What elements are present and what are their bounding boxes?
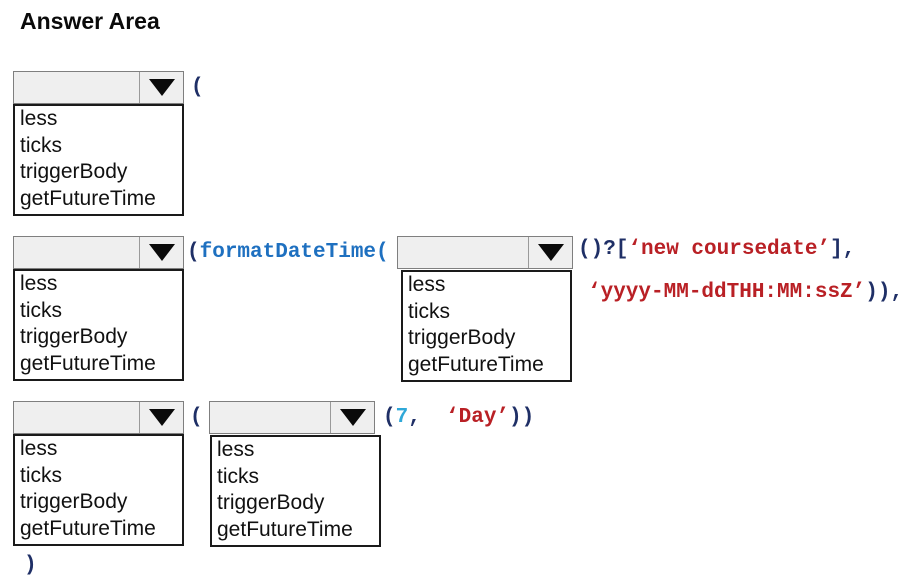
list-item[interactable]: ticks [20,298,62,322]
list-item[interactable]: triggerBody [20,160,128,183]
expr1-function-dropdown[interactable] [13,71,184,104]
list-item[interactable]: getFutureTime [20,516,156,540]
list-item[interactable]: triggerBody [408,326,516,349]
expr1-code-fragment: ( [191,71,204,104]
list-item[interactable]: getFutureTime [20,351,156,375]
expr2-code-line1: ()?[‘new coursedate’], [578,237,855,263]
list-item[interactable]: less [20,437,58,460]
open-paren: ( [190,406,203,429]
list-item[interactable]: ticks [20,463,62,487]
chevron-down-icon [148,409,175,426]
expr3-right-options-listbox: less ticks triggerBody getFutureTime [210,435,381,547]
comma: , [408,406,447,429]
expr2-code-prefix: (formatDateTime( [187,236,389,269]
expr2-outer-options-listbox: less ticks triggerBody getFutureTime [13,269,184,381]
expr1-options-listbox: less ticks triggerBody getFutureTime [13,104,184,216]
list-item[interactable]: ticks [217,464,259,488]
expr3-code-open: ( [190,401,203,434]
expr3-left-dropdown-selected-value [14,402,139,433]
expr3-left-dropdown-button[interactable] [139,402,183,433]
list-item[interactable]: triggerBody [217,491,325,514]
list-item[interactable]: getFutureTime [217,517,353,541]
list-item[interactable]: less [20,107,58,130]
expr2-outer-dropdown-button[interactable] [139,237,183,268]
open-paren: ( [383,406,396,429]
expr3-right-dropdown-button[interactable] [330,402,374,433]
expr3-left-options-listbox: less ticks triggerBody getFutureTime [13,434,184,546]
close-parens: )) [509,406,535,429]
chevron-down-icon [148,244,175,261]
list-item[interactable]: ticks [408,299,450,323]
list-item[interactable]: triggerBody [20,325,128,348]
expr3-right-dropdown-selected-value [210,402,330,433]
number-literal: 7 [395,406,409,429]
property-accessor-open: ()?[ [578,238,629,261]
list-item[interactable]: less [20,272,58,295]
date-format-string: ‘yyyy-MM-ddTHH:MM:ssZ’ [588,281,866,304]
expression-closing-paren: ) [24,549,37,582]
list-item[interactable]: getFutureTime [20,186,156,210]
chevron-down-icon [148,79,175,96]
property-name-string: ‘new coursedate’ [628,238,831,261]
expr1-dropdown-button[interactable] [139,72,183,103]
list-item[interactable]: ticks [20,133,62,157]
open-paren: ( [187,241,200,264]
expr2-code-line2: ‘yyyy-MM-ddTHH:MM:ssZ’)), [588,280,903,306]
expr2-inner-options-listbox: less ticks triggerBody getFutureTime [401,270,572,382]
expr3-code-args: (7, ‘Day’)) [383,401,534,434]
list-item[interactable]: less [408,273,446,296]
close-paren: ) [24,554,37,577]
formatdatetime-function-call: formatDateTime( [199,241,389,264]
answer-area-title: Answer Area [20,8,160,34]
expr2-outer-dropdown-selected-value [14,237,139,268]
expr2-inner-dropdown-button[interactable] [528,237,572,268]
property-accessor-close: ], [830,238,856,261]
expr3-left-function-dropdown[interactable] [13,401,184,434]
expr2-inner-dropdown-selected-value [398,237,528,268]
list-item[interactable]: triggerBody [20,490,128,513]
expr1-dropdown-selected-value [14,72,139,103]
expr2-inner-function-dropdown[interactable] [397,236,573,269]
open-paren: ( [191,76,204,99]
expr3-right-function-dropdown[interactable] [209,401,375,434]
list-item[interactable]: getFutureTime [408,352,544,376]
list-item[interactable]: less [217,438,255,461]
unit-string: ‘Day’ [446,406,510,429]
close-parens: )), [865,281,904,304]
chevron-down-icon [537,244,564,261]
expr2-outer-function-dropdown[interactable] [13,236,184,269]
chevron-down-icon [339,409,366,426]
